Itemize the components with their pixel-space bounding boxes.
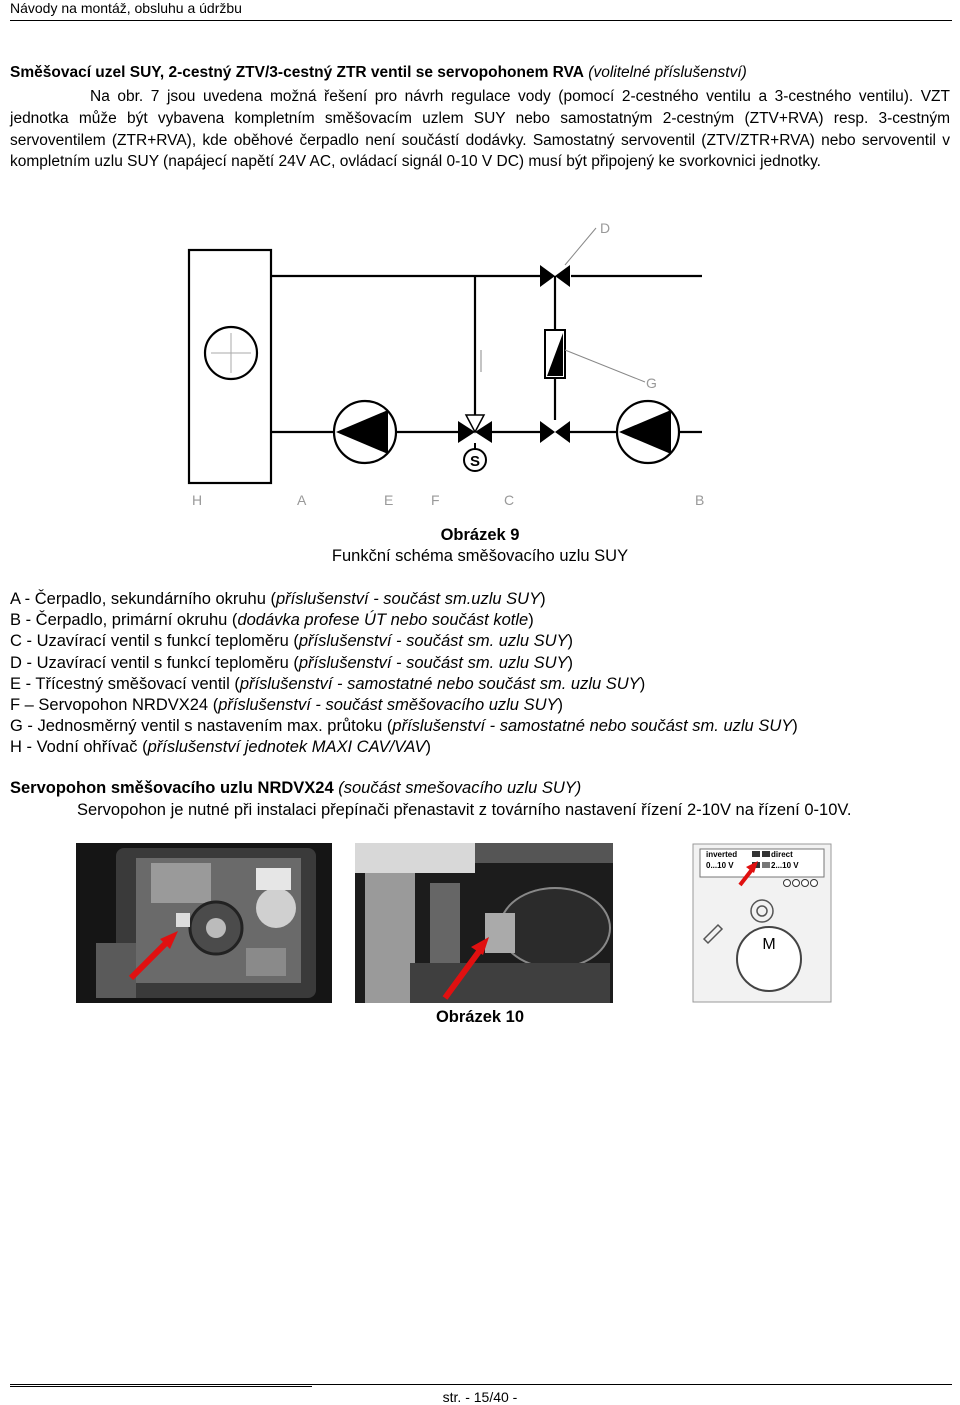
- switch-inverted-label: inverted: [706, 850, 737, 859]
- section-title-bold: Směšovací uzel SUY, 2-cestný ZTV/3-cestn…: [10, 64, 584, 81]
- shutoff-valve-d-icon: [540, 265, 570, 287]
- legend-item: F – Servopohon NRDVX24 (příslušenství - …: [10, 696, 563, 715]
- actuator-photo-2: [355, 843, 613, 1003]
- switch-range-2: 2...10 V: [771, 861, 799, 870]
- legend-item: B - Čerpadlo, primární okruhu (dodávka p…: [10, 611, 534, 630]
- figure9-subtitle: Funkční schéma směšovacího uzlu SUY: [331, 547, 629, 565]
- intro-rest: ventilu). VZT jednotka může být vybavena…: [10, 88, 950, 171]
- check-valve-icon: [544, 329, 566, 379]
- heater-symbol: [203, 325, 259, 381]
- actuator-s-icon: S: [463, 443, 487, 472]
- label-e: E: [384, 492, 393, 508]
- label-b: B: [695, 492, 704, 508]
- pump-b-icon: [615, 399, 681, 465]
- water-heater-box: [187, 248, 273, 485]
- switch-direct-label: direct: [771, 850, 793, 859]
- servo-title-italic: (součást smešovacího uzlu SUY): [333, 779, 582, 797]
- page-header: Návody na montáž, obsluhu a údržbu: [10, 0, 952, 21]
- intro-first-line: Na obr. 7 jsou uvedena možná řešení pro …: [90, 88, 852, 105]
- label-h: H: [192, 492, 202, 508]
- header-title: Návody na montáž, obsluhu a údržbu: [10, 0, 242, 16]
- page-number: str. - 15/40 -: [442, 1389, 518, 1405]
- legend-item: E - Třícestný směšovací ventil (přísluše…: [10, 674, 646, 693]
- legend-item: A - Čerpadlo, sekundárního okruhu (přísl…: [10, 590, 546, 608]
- pump-a-icon: [332, 399, 398, 465]
- legend-item: H - Vodní ohřívač (příslušenství jednote…: [10, 738, 431, 757]
- switch-range-0: 0...10 V: [706, 861, 734, 870]
- label-g: G: [646, 375, 657, 391]
- label-f: F: [431, 492, 440, 508]
- shutoff-valve-c-icon: [540, 421, 570, 443]
- intro-paragraph: Na obr. 7 jsou uvedena možná řešení pro …: [10, 86, 950, 173]
- actuator-photo-1: [76, 843, 332, 1003]
- footer-divider: [10, 1384, 952, 1385]
- footer-divider-short: [10, 1386, 312, 1387]
- mixing-unit-diagram: S D G H A E F C B: [187, 220, 704, 508]
- figure10-title: Obrázek 10: [435, 1008, 525, 1026]
- servo-title-bold: Servopohon směšovacího uzlu NRDVX24: [10, 779, 334, 797]
- label-d: D: [600, 220, 610, 236]
- section-title-italic: (volitelné příslušenství): [583, 64, 747, 81]
- figure9-title: Obrázek 9: [440, 526, 520, 544]
- legend-item: G - Jednosměrný ventil s nastavením max.…: [10, 717, 798, 736]
- label-s: S: [470, 453, 480, 470]
- legend-item: D - Uzavírací ventil s funkcí teploměru …: [10, 653, 574, 672]
- servo-title: Servopohon směšovacího uzlu NRDVX24 (sou…: [10, 779, 581, 798]
- three-way-valve-icon: [458, 414, 492, 443]
- servo-text: Servopohon je nutné při instalaci přepín…: [77, 801, 852, 819]
- label-c: C: [504, 492, 514, 508]
- switch-motor-label: M: [762, 936, 775, 953]
- label-a: A: [297, 492, 307, 508]
- section-title: Směšovací uzel SUY, 2-cestný ZTV/3-cestn…: [10, 64, 747, 82]
- legend-item: C - Uzavírací ventil s funkcí teploměru …: [10, 632, 574, 651]
- legend-list: A - Čerpadlo, sekundárního okruhu (přísl…: [10, 589, 798, 759]
- switch-setting-diagram: inverted direct 0...10 V 2...10 V M: [692, 843, 832, 1003]
